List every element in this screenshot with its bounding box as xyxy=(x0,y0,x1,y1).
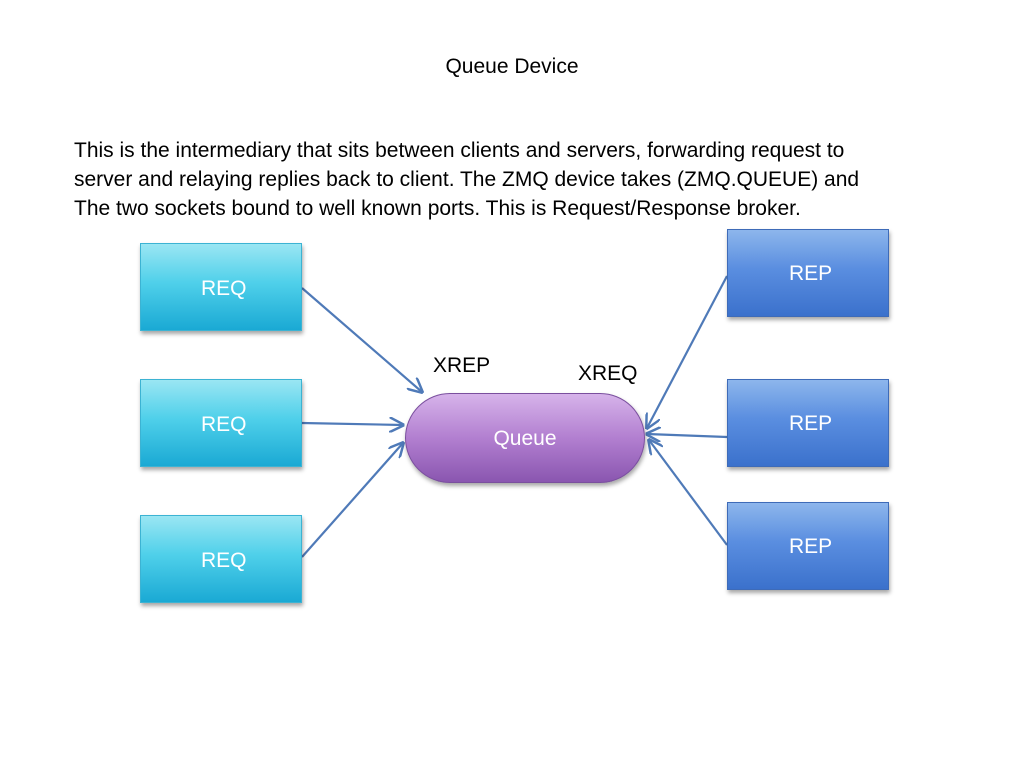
req-node-label: REQ xyxy=(201,413,247,436)
rep-node-label: REP xyxy=(789,262,833,285)
arrow-req3-to-queue xyxy=(301,443,403,558)
arrow-rep1-to-queue xyxy=(647,275,728,428)
description-line-3: The two sockets bound to well known port… xyxy=(74,197,801,220)
req-node-1: REQ xyxy=(140,243,302,331)
rep-node-label: REP xyxy=(789,535,833,558)
rep-node-2: REP xyxy=(727,379,889,467)
port-label-back: XREQ xyxy=(578,362,638,385)
req-node-2: REQ xyxy=(140,379,302,467)
description-line-2: server and relaying replies back to clie… xyxy=(74,168,860,191)
queue-node: Queue xyxy=(405,393,645,483)
description-text: This is the intermediary that sits betwe… xyxy=(74,136,974,223)
arrow-rep2-to-queue xyxy=(647,434,728,437)
arrow-req1-to-queue xyxy=(301,287,422,392)
arrow-rep3-to-queue xyxy=(649,440,728,546)
arrow-req2-to-queue xyxy=(301,423,403,425)
rep-node-1: REP xyxy=(727,229,889,317)
req-node-label: REQ xyxy=(201,277,247,300)
req-node-3: REQ xyxy=(140,515,302,603)
slide-title: Queue Device xyxy=(445,55,579,78)
port-label-front: XREP xyxy=(433,354,491,377)
rep-node-label: REP xyxy=(789,412,833,435)
rep-node-3: REP xyxy=(727,502,889,590)
description-line-1: This is the intermediary that sits betwe… xyxy=(74,139,845,162)
req-node-label: REQ xyxy=(201,549,247,572)
